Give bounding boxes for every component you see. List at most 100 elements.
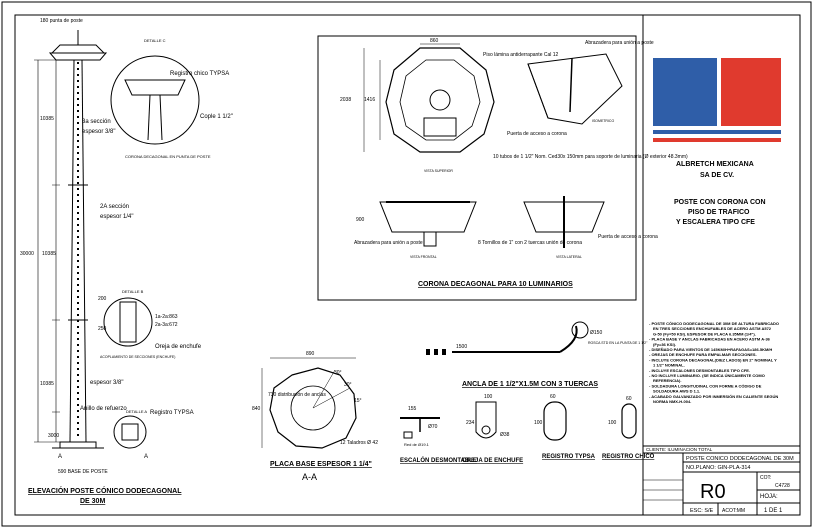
base-label: 590 BASE DE POSTE bbox=[58, 469, 108, 475]
placa-section: A-A bbox=[302, 472, 317, 482]
titleblock: ALBRETCH MEXICANA SA DE CV. POSTE CON CO… bbox=[643, 58, 800, 515]
dim-250: 250 bbox=[98, 326, 107, 332]
note-item: - PLACA BASE Y ANCLAS FABRICADAS EN ACER… bbox=[649, 337, 771, 347]
dim-860: 860 bbox=[430, 38, 439, 44]
puerta-label: Puerta de acceso a corona bbox=[507, 131, 567, 137]
dim-840: 840 bbox=[252, 406, 261, 412]
registro-typsa-label: Registro TYPSA bbox=[150, 410, 194, 416]
oreja-label: Oreja de enchufe bbox=[155, 344, 202, 350]
placa-base: 890 840 730 distribución de anclas 30° 3… bbox=[252, 351, 378, 482]
logo-red bbox=[721, 58, 781, 126]
note-item: - OREJAS DE ENCHUFE PARA EMPALMAR SECCIO… bbox=[649, 352, 757, 357]
product-line1: POSTE CON CORONA CON bbox=[674, 199, 766, 206]
dim-1416: 1416 bbox=[364, 97, 375, 103]
cot-label: COT: bbox=[760, 475, 771, 481]
section-a-right: A bbox=[144, 454, 148, 460]
dim-900: 900 bbox=[356, 217, 365, 223]
rev: R0 bbox=[700, 481, 726, 503]
company-line2: SA DE CV. bbox=[700, 172, 734, 179]
logo-bar-blue bbox=[653, 130, 781, 134]
chico-100: 100 bbox=[608, 420, 617, 426]
cople-label: Cople 1 1/2" bbox=[200, 114, 233, 120]
dim-10385-bot: 10385 bbox=[40, 381, 54, 387]
ang15: 15° bbox=[354, 398, 362, 404]
escalon-red: Red de Ø19.1 bbox=[404, 442, 430, 447]
no-plano: NO.PLANO: GIN-PLA-314 bbox=[686, 465, 751, 471]
corona-en-punta: CORONA DECAGONAL EN PUNTA DE POSTE bbox=[125, 154, 211, 159]
acopl-label: ACOPLAMIENTO DE SECCIONES (ENCHUFE) bbox=[100, 355, 175, 359]
product-line3: Y ESCALERA TIPO CFE bbox=[676, 219, 755, 226]
descripcion: POSTE CONICO DODECAGONAL DE 30M bbox=[686, 456, 794, 462]
hoja-value: 1 DE 1 bbox=[764, 508, 783, 514]
logo-blue bbox=[653, 58, 717, 126]
ancla-note: ROSCA STD EN LA PUNTA DE 1 1/2" bbox=[588, 341, 648, 345]
elevation-title-1: ELEVACIÓN POSTE CÓNICO DODECAGONAL bbox=[28, 486, 182, 495]
cot-value: C4728 bbox=[775, 483, 790, 489]
sec3-thickness: espesor 3/8" bbox=[82, 129, 115, 135]
section-a-left: A bbox=[58, 454, 62, 460]
tubos-label: 10 tubos de 1 1/2" Nom. Ced30x 150mm par… bbox=[493, 154, 688, 160]
dim-10385-mid: 10385 bbox=[42, 251, 56, 257]
detalle-c: DETALLE C bbox=[144, 38, 166, 43]
corona-panel: 860 2038 1416 Piso lámina antiderrapante… bbox=[317, 35, 688, 301]
typsa-60: 60 bbox=[550, 394, 556, 400]
sec3-label: 3a sección bbox=[82, 119, 111, 125]
note-item: - POSTE CÓNICO DODECAGONAL DE 30M DE ALT… bbox=[649, 321, 779, 336]
chico-60: 60 bbox=[626, 396, 632, 402]
corona-title: CORONA DECAGONAL PARA 10 LUMINARIOS bbox=[418, 281, 573, 288]
abrazadera-front: Abrazadera para unión a poste bbox=[354, 240, 423, 246]
oreja-38: Ø38 bbox=[500, 432, 510, 438]
note-item: - DISEÑADO PARA VIENTOS DE 145KM/H+RAFAG… bbox=[649, 347, 772, 352]
escalon-title-1: ESCALÓN DESMONTABLE bbox=[400, 456, 477, 464]
small-details: Ø150 1500 ROSCA STD EN LA PUNTA DE 1 1/2… bbox=[400, 321, 655, 464]
dim-3000: 3000 bbox=[48, 433, 59, 439]
ancla-1500: 1500 bbox=[456, 344, 467, 350]
ang30b: 30° bbox=[344, 382, 352, 388]
tornillos-label: 8 Tornillos de 1" con 2 tuercas unión de… bbox=[478, 240, 582, 246]
placa-title: PLACA BASE ESPESOR 1 1/4" bbox=[270, 461, 372, 468]
escalon-155: 155 bbox=[408, 406, 417, 412]
elevation-view: 180 punta de poste 10385 10385 30000 103… bbox=[20, 18, 233, 505]
escalon-70: Ø70 bbox=[428, 424, 438, 430]
top-label: 180 punta de poste bbox=[40, 18, 83, 24]
hoja-label: HOJA: bbox=[760, 494, 778, 500]
ancla-title: ANCLA DE 1 1/2"X1.5M CON 3 TUERCAS bbox=[462, 381, 598, 388]
typsa-100: 100 bbox=[534, 420, 543, 426]
oreja-234: 234 bbox=[466, 420, 475, 426]
vista-superior: VISTA SUPERIOR bbox=[424, 169, 453, 173]
note-item: - INCLUYE CORONA DECAGONAL(DIEZ LADOS) E… bbox=[649, 357, 777, 367]
ancla-150: Ø150 bbox=[590, 330, 602, 336]
chico-title: REGISTRO CHICO bbox=[602, 454, 655, 460]
dist-anclas: 730 distribución de anclas bbox=[268, 392, 326, 398]
note-item: - NO INCLUYE LUMINARIO. (SE INDICA ÚNICA… bbox=[649, 373, 765, 383]
base-thickness: espesor 3/8" bbox=[90, 380, 123, 386]
inner-border bbox=[14, 14, 801, 516]
ang30a: 30° bbox=[334, 370, 342, 376]
piso-label: Piso lámina antiderrapante Cal 12 bbox=[483, 52, 559, 58]
notes-list: - POSTE CÓNICO DODECAGONAL DE 30M DE ALT… bbox=[649, 321, 779, 404]
dim-30000: 30000 bbox=[20, 251, 34, 257]
vista-lateral: VISTA LATERAL bbox=[556, 255, 582, 259]
dim-200: 200 bbox=[98, 296, 107, 302]
oreja-100: 100 bbox=[484, 394, 493, 400]
company-line1: ALBRETCH MEXICANA bbox=[676, 161, 754, 168]
vista-frontal: VISTA FRONTAL bbox=[410, 255, 437, 259]
detalle-b: DETALLE B bbox=[122, 289, 144, 294]
puerta2-label: Puerta de acceso a corona bbox=[598, 234, 658, 240]
dim-890: 890 bbox=[306, 351, 315, 357]
product-line2: PISO DE TRAFICO bbox=[688, 209, 750, 216]
joint-b: 2a-3a:672 bbox=[155, 322, 178, 328]
elevation-title-2: DE 30M bbox=[80, 498, 105, 505]
note-item: - ACABADO GALVANIZADO POR INMERSIÓN EN C… bbox=[649, 394, 778, 404]
detalle-a: DETALLE A bbox=[126, 409, 147, 414]
sec2-label: 2A sección bbox=[100, 204, 129, 210]
anillo-label: Anillo de refuerzo bbox=[80, 406, 127, 412]
sec2-thickness: espesor 1/4" bbox=[100, 214, 133, 220]
abrazadera-top: Abrazadera para unión a poste bbox=[585, 40, 654, 46]
note-item: - SOLDADURA LONGITUDINAL CON FORME A CÓD… bbox=[649, 383, 762, 393]
note-item: - INCLUYE ESCALONES DESMONTABLES TIPO CF… bbox=[649, 368, 750, 373]
taladros: 12 Taladros Ø 42 bbox=[340, 440, 378, 446]
joint-a: 1a-2a:863 bbox=[155, 314, 178, 320]
